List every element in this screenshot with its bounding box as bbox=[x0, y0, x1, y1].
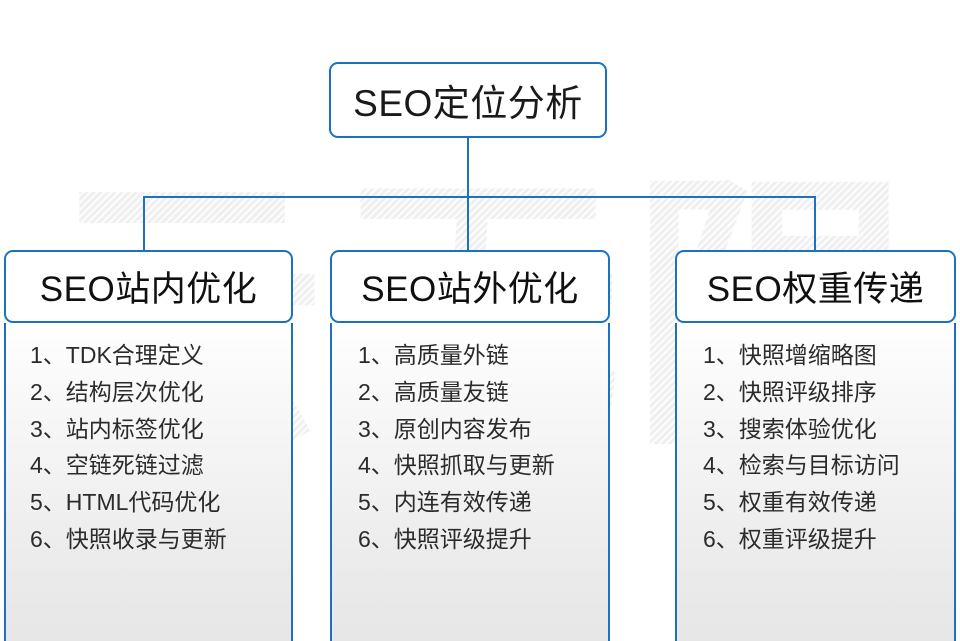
branch-column-seo-weight: SEO权重传递 1、 快照增缩略图 2、 快照评级排序 3、 搜索体验优化 4、 bbox=[675, 250, 956, 641]
list-item[interactable]: 5、 权重有效传递 bbox=[703, 484, 954, 521]
list-item-index: 3、 bbox=[30, 415, 66, 442]
list-item-index: 4、 bbox=[358, 452, 394, 479]
branch-body-seo-offsite: 1、 高质量外链 2、 高质量友链 3、 原创内容发布 4、 快照抓取与更新 5… bbox=[330, 323, 610, 641]
list-item-index: 5、 bbox=[30, 489, 66, 516]
list-item-index: 5、 bbox=[358, 489, 394, 516]
list-item-label: 搜索体验优化 bbox=[738, 415, 877, 442]
branch-header-label: SEO站外优化 bbox=[361, 270, 579, 309]
branch-column-seo-onsite: SEO站内优化 1、 TDK合理定义 2、 结构层次优化 3、 站内标签优化 4… bbox=[4, 250, 293, 641]
branch-header-label: SEO站内优化 bbox=[39, 270, 258, 309]
list-item-label: HTML代码优化 bbox=[65, 489, 221, 516]
connector-drop-right bbox=[814, 196, 816, 251]
list-item[interactable]: 6、 权重评级提升 bbox=[703, 521, 954, 558]
list-item[interactable]: 6、 快照收录与更新 bbox=[30, 521, 291, 558]
list-item[interactable]: 2、 结构层次优化 bbox=[30, 374, 291, 411]
list-item-index: 1、 bbox=[30, 342, 66, 368]
list-item[interactable]: 2、 快照评级排序 bbox=[703, 374, 954, 411]
list-item-label: 快照评级提升 bbox=[393, 525, 532, 552]
list-item-index: 4、 bbox=[30, 452, 66, 479]
branch-header-seo-onsite[interactable]: SEO站内优化 bbox=[4, 250, 293, 323]
list-item-label: 权重有效传递 bbox=[738, 489, 877, 516]
list-item-index: 1、 bbox=[358, 342, 394, 368]
list-item[interactable]: 2、 高质量友链 bbox=[358, 374, 608, 411]
list-item-index: 6、 bbox=[30, 525, 66, 552]
branch-item-list: 1、 高质量外链 2、 高质量友链 3、 原创内容发布 4、 快照抓取与更新 5… bbox=[332, 337, 608, 558]
list-item-label: 高质量外链 bbox=[393, 342, 509, 368]
branch-header-seo-offsite[interactable]: SEO站外优化 bbox=[330, 250, 610, 323]
list-item-index: 4、 bbox=[703, 452, 739, 479]
branch-item-list: 1、 快照增缩略图 2、 快照评级排序 3、 搜索体验优化 4、 检索与目标访问… bbox=[677, 337, 954, 558]
list-item[interactable]: 1、 TDK合理定义 bbox=[30, 337, 291, 374]
list-item-label: 检索与目标访问 bbox=[738, 452, 900, 479]
list-item-label: 结构层次优化 bbox=[65, 378, 204, 405]
branch-header-seo-weight[interactable]: SEO权重传递 bbox=[675, 250, 956, 323]
list-item[interactable]: 3、 原创内容发布 bbox=[358, 411, 608, 448]
list-item-label: 权重评级提升 bbox=[738, 525, 877, 552]
branch-body-seo-onsite: 1、 TDK合理定义 2、 结构层次优化 3、 站内标签优化 4、 空链死链过滤… bbox=[4, 323, 293, 641]
connector-root-stem bbox=[467, 138, 469, 198]
list-item-label: 快照评级排序 bbox=[738, 378, 877, 405]
list-item[interactable]: 4、 检索与目标访问 bbox=[703, 447, 954, 484]
list-item-label: 快照抓取与更新 bbox=[393, 452, 555, 479]
branch-item-list: 1、 TDK合理定义 2、 结构层次优化 3、 站内标签优化 4、 空链死链过滤… bbox=[6, 337, 291, 558]
list-item-index: 1、 bbox=[703, 342, 739, 368]
branch-header-label: SEO权重传递 bbox=[706, 270, 925, 309]
list-item[interactable]: 3、 站内标签优化 bbox=[30, 411, 291, 448]
list-item-index: 6、 bbox=[703, 525, 739, 552]
list-item-index: 2、 bbox=[358, 378, 394, 405]
list-item-label: 站内标签优化 bbox=[65, 415, 204, 442]
root-node-label: SEO定位分析 bbox=[353, 83, 583, 124]
branch-column-seo-offsite: SEO站外优化 1、 高质量外链 2、 高质量友链 3、 原创内容发布 4、 快 bbox=[330, 250, 610, 641]
list-item-index: 2、 bbox=[30, 378, 66, 405]
list-item-index: 2、 bbox=[703, 378, 739, 405]
connector-drop-left bbox=[143, 196, 145, 251]
branch-body-seo-weight: 1、 快照增缩略图 2、 快照评级排序 3、 搜索体验优化 4、 检索与目标访问… bbox=[675, 323, 956, 641]
list-item[interactable]: 4、 空链死链过滤 bbox=[30, 447, 291, 484]
list-item-label: 高质量友链 bbox=[393, 378, 509, 405]
list-item[interactable]: 1、 快照增缩略图 bbox=[703, 337, 954, 374]
list-item[interactable]: 1、 高质量外链 bbox=[358, 337, 608, 374]
list-item-label: 空链死链过滤 bbox=[65, 452, 204, 479]
list-item[interactable]: 5、 内连有效传递 bbox=[358, 484, 608, 521]
connector-drop-center bbox=[467, 196, 469, 251]
connector-horizontal-bus bbox=[143, 196, 816, 198]
list-item[interactable]: 3、 搜索体验优化 bbox=[703, 411, 954, 448]
list-item-index: 5、 bbox=[703, 489, 739, 516]
list-item-label: 快照收录与更新 bbox=[65, 525, 227, 552]
list-item[interactable]: 6、 快照评级提升 bbox=[358, 521, 608, 558]
list-item-label: 内连有效传递 bbox=[393, 489, 532, 516]
list-item-index: 3、 bbox=[703, 415, 739, 442]
root-node[interactable]: SEO定位分析 bbox=[329, 62, 607, 138]
list-item-index: 3、 bbox=[358, 415, 394, 442]
list-item-index: 6、 bbox=[358, 525, 394, 552]
list-item-label: TDK合理定义 bbox=[65, 342, 204, 368]
list-item-label: 原创内容发布 bbox=[393, 415, 532, 442]
list-item[interactable]: 4、 快照抓取与更新 bbox=[358, 447, 608, 484]
list-item-label: 快照增缩略图 bbox=[738, 342, 877, 368]
list-item[interactable]: 5、 HTML代码优化 bbox=[30, 484, 291, 521]
